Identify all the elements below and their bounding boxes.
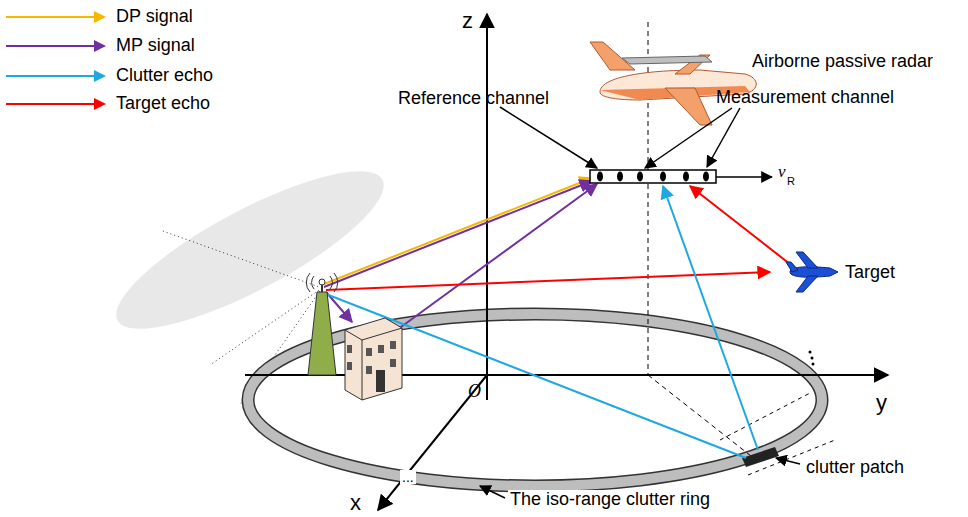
part-label: The iso-range clutter ring (508, 490, 712, 508)
beam (99, 144, 401, 355)
mp-signal (390, 184, 597, 335)
legend-item: Target echo (4, 93, 210, 114)
leader (776, 458, 800, 464)
z-axis (486, 14, 488, 400)
leader (707, 108, 740, 167)
legend-arrow (4, 36, 108, 56)
legend-arrow (4, 7, 108, 27)
y-axis (245, 374, 888, 376)
legend-arrow (4, 66, 108, 86)
velocity-arrow (716, 176, 772, 178)
antenna-array (590, 170, 716, 183)
origin-label: O (468, 382, 481, 400)
velocity-subscript: R (787, 176, 795, 187)
leader (645, 108, 732, 168)
radar-label: Airborne passive radar (752, 52, 933, 70)
tower (308, 292, 336, 375)
beam-edge (160, 230, 322, 288)
legend-item: DP signal (4, 6, 193, 27)
clutter-patch (742, 447, 779, 467)
part-label: Measurement channel (716, 88, 894, 106)
legend-text: DP signal (116, 6, 193, 27)
legend-text: MP signal (116, 35, 195, 56)
clutter-ring (248, 314, 822, 486)
legend-arrow (4, 94, 108, 114)
leader (500, 107, 597, 168)
target-illum (326, 272, 770, 290)
legend-item: Clutter echo (4, 65, 213, 86)
target-aircraft (786, 252, 838, 292)
patch-edge (720, 392, 812, 440)
antenna-waves (306, 273, 337, 292)
ellipsis: ... (400, 470, 416, 484)
legend-text: Clutter echo (116, 65, 213, 86)
leader (480, 486, 505, 498)
building (345, 318, 402, 400)
legend-item: MP signal (4, 35, 195, 56)
ring-outline (248, 314, 822, 486)
axis-label: y (876, 392, 887, 414)
part-label: clutter patch (804, 458, 906, 476)
velocity-symbol: v (778, 163, 786, 180)
x-axis (378, 375, 487, 510)
clutter-echo (663, 186, 758, 450)
radar-aircraft (590, 42, 756, 125)
ground-line (648, 375, 756, 460)
dp-signal (324, 178, 592, 284)
target-echo (690, 186, 795, 268)
legend-text: Target echo (116, 93, 210, 114)
target-label: Target (845, 263, 895, 281)
axis-label: z (462, 10, 473, 32)
part-label: Reference channel (398, 89, 549, 107)
axis-label: x (350, 492, 361, 514)
mp-signal (324, 181, 592, 287)
clutter-illum (326, 294, 746, 458)
